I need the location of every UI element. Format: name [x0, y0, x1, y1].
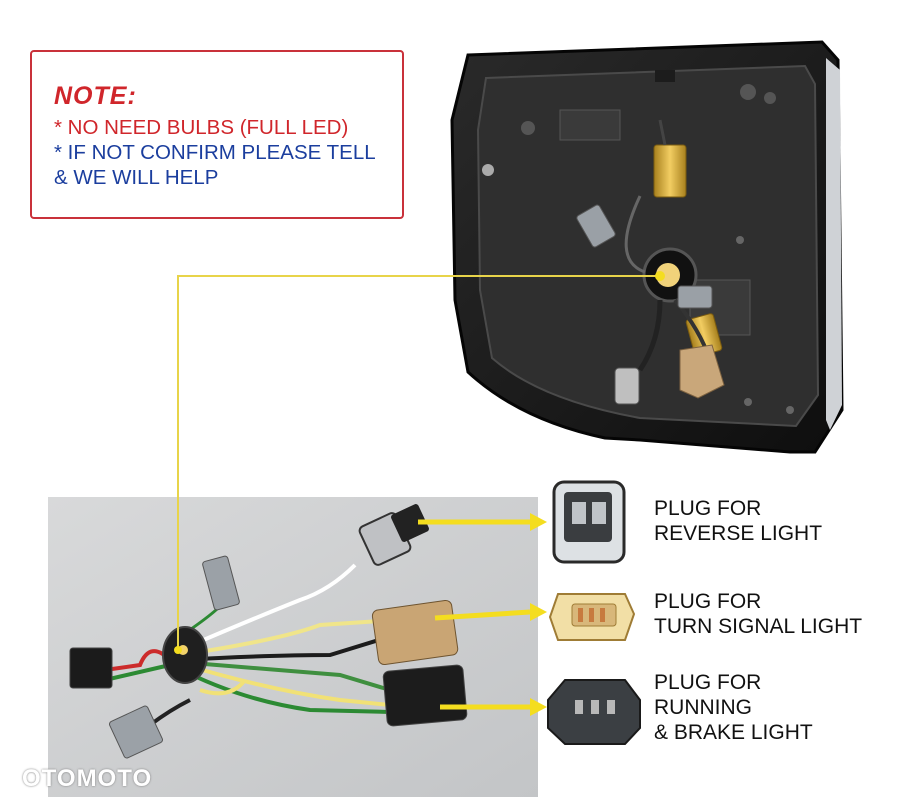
note-line-no-bulbs: * NO NEED BULBS (FULL LED) — [54, 116, 349, 139]
harness-photo — [48, 497, 538, 797]
reverse-plug-icon — [552, 480, 626, 564]
watermark: OTOMOTO — [22, 765, 153, 792]
leader-line — [177, 275, 660, 650]
label-running-line2: RUNNING — [654, 696, 752, 719]
note-line-help: & WE WILL HELP — [54, 166, 219, 189]
turn-signal-plug-icon — [548, 593, 636, 641]
arrow-running-brake — [440, 698, 547, 716]
tail-light-housing — [450, 40, 844, 454]
label-reverse-line1: PLUG FOR — [654, 497, 762, 520]
label-turn-line2: TURN SIGNAL LIGHT — [654, 615, 863, 638]
label-reverse: PLUG FOR REVERSE LIGHT — [654, 496, 822, 546]
note-box: NOTE: * NO NEED BULBS (FULL LED) * IF NO… — [30, 50, 404, 219]
label-reverse-line2: REVERSE LIGHT — [654, 522, 823, 545]
label-running-line1: PLUG FOR — [654, 671, 762, 694]
arrow-reverse — [418, 513, 547, 531]
label-turn-signal: PLUG FOR TURN SIGNAL LIGHT — [654, 589, 862, 639]
note-title: NOTE: — [54, 82, 137, 110]
arrow-turn-signal — [434, 603, 547, 621]
label-running-line3: & BRAKE LIGHT — [654, 721, 813, 744]
note-line-confirm: * IF NOT CONFIRM PLEASE TELL — [54, 141, 376, 164]
running-brake-plug-icon — [547, 679, 641, 745]
label-turn-line1: PLUG FOR — [654, 590, 762, 613]
label-running-brake: PLUG FOR RUNNING & BRAKE LIGHT — [654, 670, 813, 745]
